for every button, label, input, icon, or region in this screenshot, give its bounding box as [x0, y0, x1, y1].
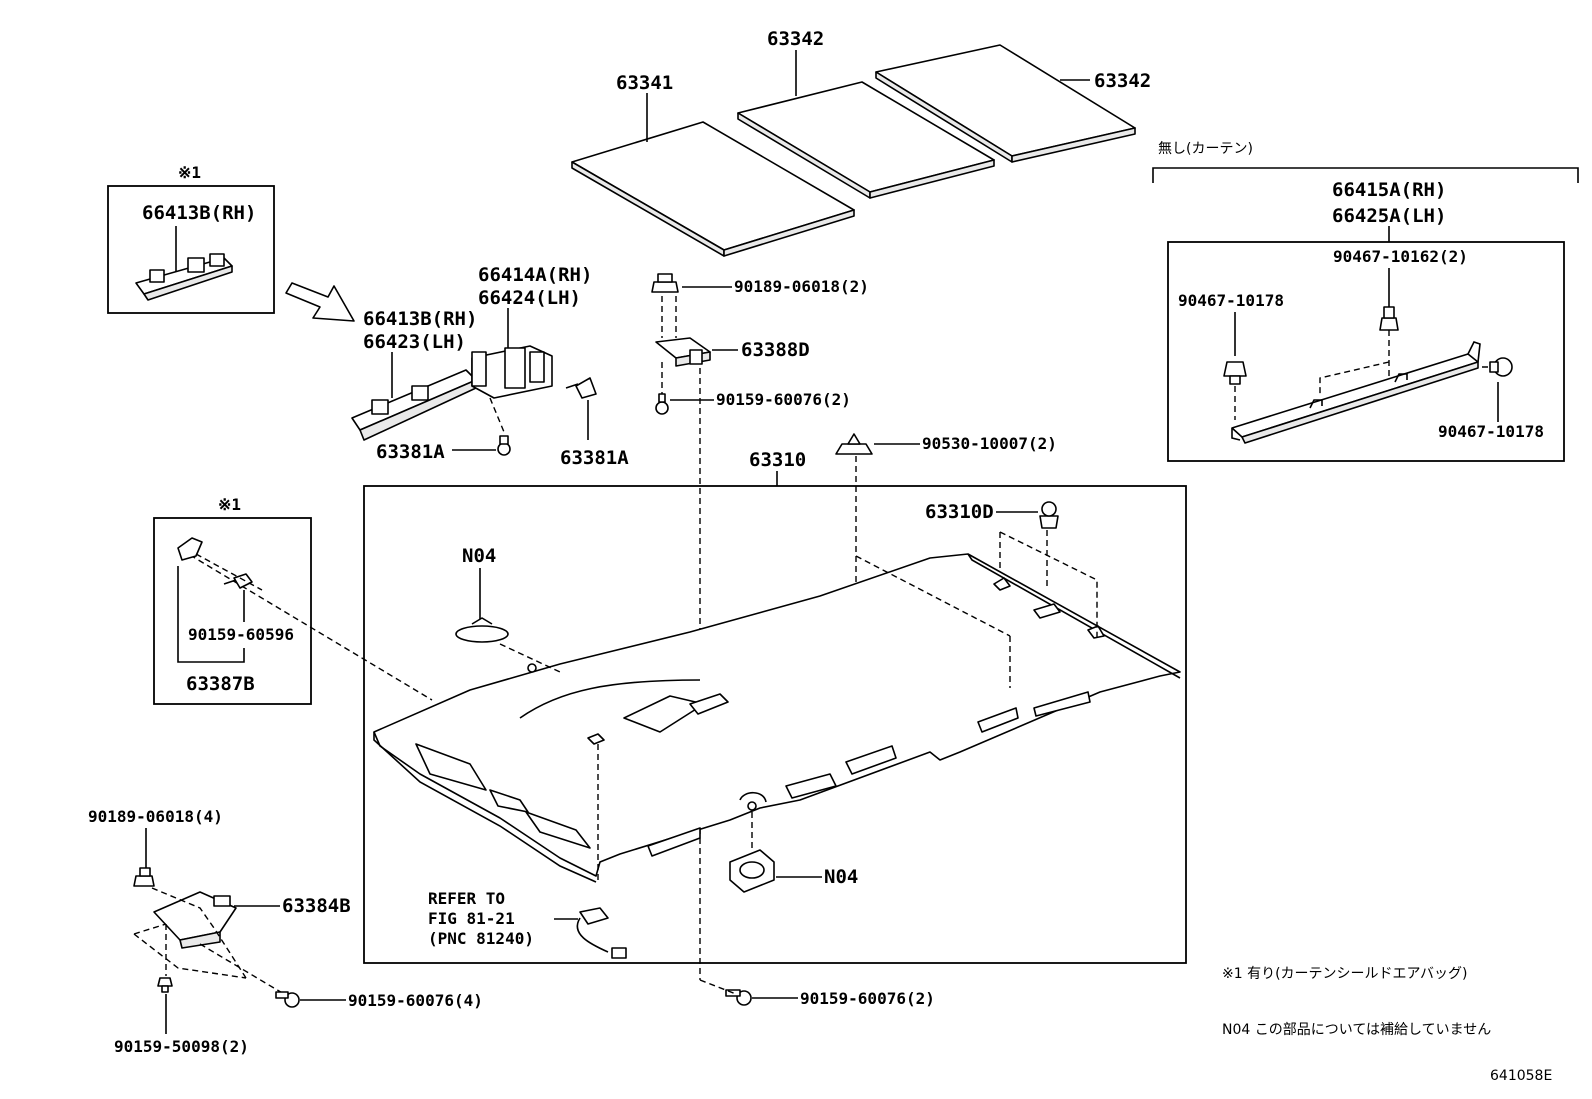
dash-63384B-b: [133, 933, 247, 979]
label-63387B[interactable]: 63387B: [186, 673, 255, 695]
screw-63381A-b[interactable]: [565, 377, 597, 399]
label-90530-10007[interactable]: 90530-10007(2): [922, 434, 1057, 453]
box-66415A-assembly: [1167, 241, 1565, 462]
label-90159-60596[interactable]: 90159-60596: [188, 625, 294, 644]
label-refer-2: FIG 81-21: [428, 909, 515, 928]
dash-63384B-e: [199, 943, 285, 995]
lamp-n04-a[interactable]: [455, 617, 509, 643]
screw-90159-60076-a[interactable]: [655, 393, 669, 415]
label-63384B[interactable]: 63384B: [282, 895, 351, 917]
dash-90467-10162-b: [1319, 361, 1390, 395]
dash-headliner-a: [855, 555, 1011, 637]
screw-90159-50098[interactable]: [157, 977, 173, 993]
clip-90189-06018[interactable]: [651, 273, 679, 293]
label-63342-right[interactable]: 63342: [1094, 70, 1151, 92]
clip-63387B[interactable]: [177, 537, 203, 561]
bracket-66415A[interactable]: [1231, 341, 1481, 444]
arrow-icon: [285, 282, 355, 322]
label-90159-50098[interactable]: 90159-50098(2): [114, 1037, 249, 1056]
clip-90467-10162[interactable]: [1379, 306, 1399, 331]
label-63381A-b[interactable]: 63381A: [560, 447, 629, 469]
ring-n04-b[interactable]: [739, 791, 767, 811]
panel-63342-middle[interactable]: [737, 81, 995, 199]
label-refer-3: (PNC 81240): [428, 929, 534, 948]
label-90467-10178-b[interactable]: 90467-10178: [1438, 422, 1544, 441]
box-63310-headliner: [363, 485, 1187, 964]
label-66413B[interactable]: 66413B(RH): [363, 308, 477, 330]
label-63310D[interactable]: 63310D: [925, 501, 994, 523]
label-mark1-top: ※1: [178, 163, 201, 182]
label-refer-1: REFER TO: [428, 889, 505, 908]
label-66415A[interactable]: 66415A(RH): [1332, 179, 1446, 201]
label-66423[interactable]: 66423(LH): [363, 331, 466, 353]
label-66413B-box[interactable]: 66413B(RH): [142, 202, 256, 224]
note-mark1: ※1 有り(カーテンシールドエアバッグ): [1222, 966, 1467, 982]
dash-63384B-d: [133, 923, 167, 935]
label-nashi-curtain: 無し(カーテン): [1158, 141, 1253, 157]
screw-63381A-a[interactable]: [497, 435, 511, 456]
clip-90189-06018-4[interactable]: [133, 867, 155, 887]
bracket-63388D[interactable]: [655, 337, 711, 367]
clip-90467-10178-b[interactable]: [1489, 357, 1513, 377]
label-63388D[interactable]: 63388D: [741, 339, 810, 361]
label-63381A-a[interactable]: 63381A: [376, 441, 445, 463]
bracket-66414A[interactable]: [471, 345, 553, 399]
lamp-n04-b[interactable]: [729, 849, 775, 893]
diagram-code: 641058E: [1490, 1068, 1552, 1084]
label-66414A[interactable]: 66414A(RH): [478, 264, 592, 286]
note-n04: N04 この部品については補給していません: [1222, 1022, 1491, 1038]
headliner-63310[interactable]: [373, 553, 1181, 883]
panel-63341[interactable]: [571, 121, 855, 257]
label-90159-60076-2b[interactable]: 90159-60076(2): [800, 989, 935, 1008]
label-90189-06018-4[interactable]: 90189-06018(4): [88, 807, 223, 826]
leader-63387B: [177, 566, 245, 663]
dash-63381A-a: [489, 397, 505, 433]
label-90159-60076-2a[interactable]: 90159-60076(2): [716, 390, 851, 409]
bracket-66413B[interactable]: [351, 369, 477, 441]
label-63341[interactable]: 63341: [616, 72, 673, 94]
harness-81240[interactable]: [576, 907, 627, 959]
label-66424[interactable]: 66424(LH): [478, 287, 581, 309]
panel-63342-right[interactable]: [875, 44, 1136, 163]
label-66425A[interactable]: 66425A(LH): [1332, 205, 1446, 227]
label-63310[interactable]: 63310: [749, 449, 806, 471]
label-90159-60076-4[interactable]: 90159-60076(4): [348, 991, 483, 1010]
label-90189-06018-2[interactable]: 90189-06018(2): [734, 277, 869, 296]
clip-90530-10007[interactable]: [835, 433, 873, 455]
box-66413B: [107, 185, 275, 314]
clip-90467-10178-a[interactable]: [1223, 361, 1247, 385]
label-90467-10162[interactable]: 90467-10162(2): [1333, 247, 1468, 266]
label-90467-10178-a[interactable]: 90467-10178: [1178, 291, 1284, 310]
screw-90159-60076-4[interactable]: [275, 991, 300, 1008]
dash-63384B-a: [151, 887, 247, 979]
bracket-66413B-box[interactable]: [135, 253, 233, 301]
label-mark1-mid: ※1: [218, 495, 241, 514]
bracket-63384B[interactable]: [153, 891, 237, 949]
screw-90159-60596[interactable]: [223, 573, 253, 589]
label-63342-top[interactable]: 63342: [767, 28, 824, 50]
bracket-nashi-curtain: [1152, 167, 1579, 183]
dash-90159-60596: [195, 553, 263, 591]
label-n04-a[interactable]: N04: [462, 545, 496, 567]
dash-n04-a: [499, 643, 561, 673]
box-63387B: [153, 517, 312, 705]
dash-90159-60076-b: [699, 979, 737, 995]
clip-63310D[interactable]: [1039, 501, 1059, 529]
label-n04-b[interactable]: N04: [824, 866, 858, 888]
